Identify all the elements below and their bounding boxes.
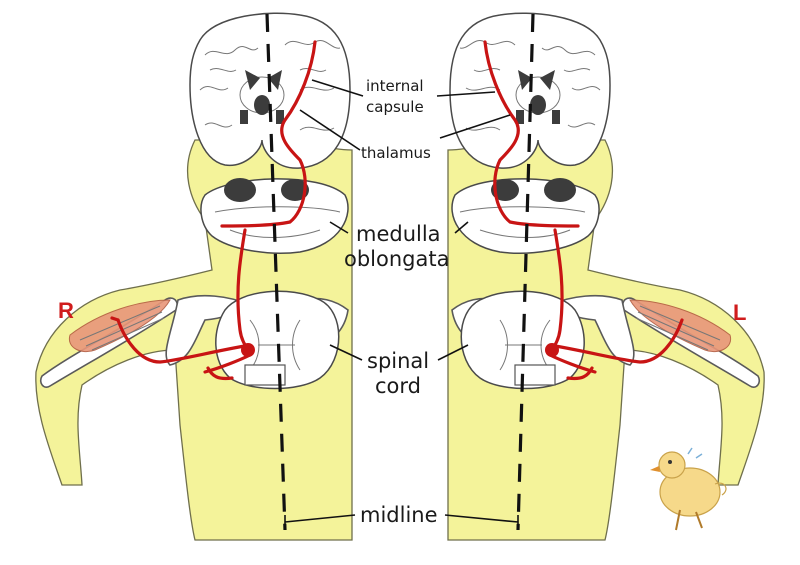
medulla-label-line2: oblongata [344, 247, 449, 271]
medulla-label-line1: medulla [356, 222, 441, 246]
leader-lines [284, 79, 519, 530]
midline-label: midline [360, 503, 438, 527]
right-midline [516, 13, 535, 531]
internal-capsule-label-line1: internal [366, 77, 424, 95]
left-spinal-cord-section [215, 290, 340, 390]
right-side-letter: R [58, 298, 74, 323]
right-medulla-section [451, 178, 600, 254]
left-medulla-section [200, 178, 349, 254]
left-midline [265, 13, 287, 531]
duck-chick-icon [650, 447, 727, 531]
internal-capsule-label-line2: capsule [366, 98, 424, 116]
right-sensory-tract[interactable] [483, 40, 684, 381]
left-figure [35, 12, 353, 541]
thalamus-label: thalamus [361, 144, 431, 162]
left-side-letter: L [733, 300, 746, 325]
left-sensory-tract[interactable] [116, 40, 317, 381]
spinal-cord-label-line2: cord [375, 374, 421, 398]
right-spinal-cord-section [460, 290, 585, 390]
right-figure [447, 12, 765, 541]
spinal-cord-label-line1: spinal [367, 349, 429, 373]
